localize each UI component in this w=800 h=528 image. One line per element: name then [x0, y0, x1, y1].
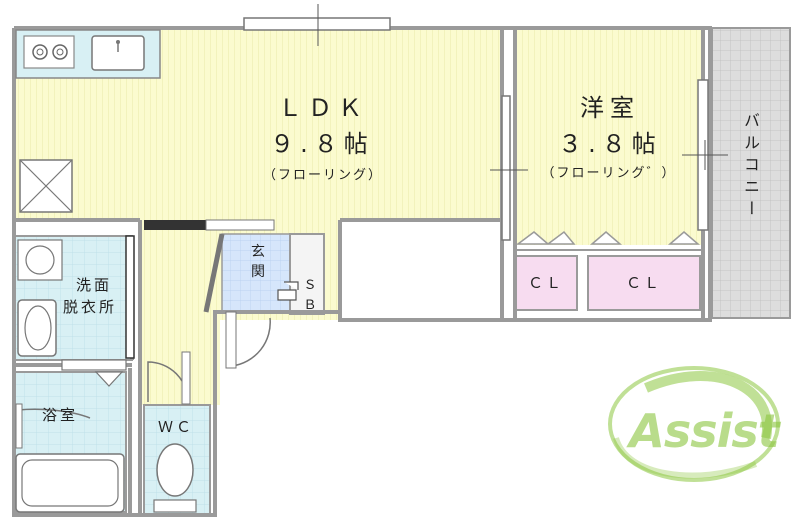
shoebox-label-s: Ｓ	[303, 278, 317, 293]
closet-2	[587, 255, 701, 311]
washroom-label-1: 洗面	[75, 276, 112, 294]
western-room-floor-type: （フローリング゛）	[541, 166, 677, 181]
balcony-label: バルコニー	[741, 112, 760, 222]
logo-text: Assist	[629, 404, 780, 458]
closet-door-1	[515, 230, 576, 245]
ldk-size: ９.８帖	[270, 130, 374, 158]
entry-door	[231, 317, 271, 367]
balcony-area	[711, 27, 791, 319]
washbasin	[17, 299, 57, 357]
assist-logo	[608, 366, 780, 482]
stove-burner-2	[52, 44, 68, 60]
ldk-floor-type: （フローリング）	[262, 168, 383, 183]
ldk-name: ＬＤＫ	[278, 94, 368, 122]
closet-1-label: ＣＬ	[527, 274, 564, 292]
closet-2-label: ＣＬ	[625, 274, 662, 292]
closet-1	[514, 255, 578, 311]
western-room-name: 洋室	[580, 94, 640, 122]
closet-door-3	[667, 231, 701, 245]
window-top	[243, 17, 391, 31]
entrance-label: 玄関	[251, 244, 265, 280]
stove-burner-1	[32, 44, 48, 60]
kitchen-sink	[91, 35, 145, 71]
door-western	[501, 95, 511, 241]
western-room-size: ３.８帖	[558, 130, 662, 158]
bathtub	[15, 453, 125, 513]
closet-door-2	[589, 231, 623, 245]
bathroom-label: 浴室	[41, 406, 78, 424]
hallway-floor	[140, 230, 220, 405]
toilet-label: ＷＣ	[157, 418, 194, 436]
shoebox-label-b: Ｂ	[303, 298, 317, 313]
washing-machine	[17, 239, 63, 281]
toilet-bowl	[156, 443, 194, 497]
western-room-floor	[515, 30, 703, 245]
washroom-label-2: 脱衣所	[62, 298, 117, 316]
